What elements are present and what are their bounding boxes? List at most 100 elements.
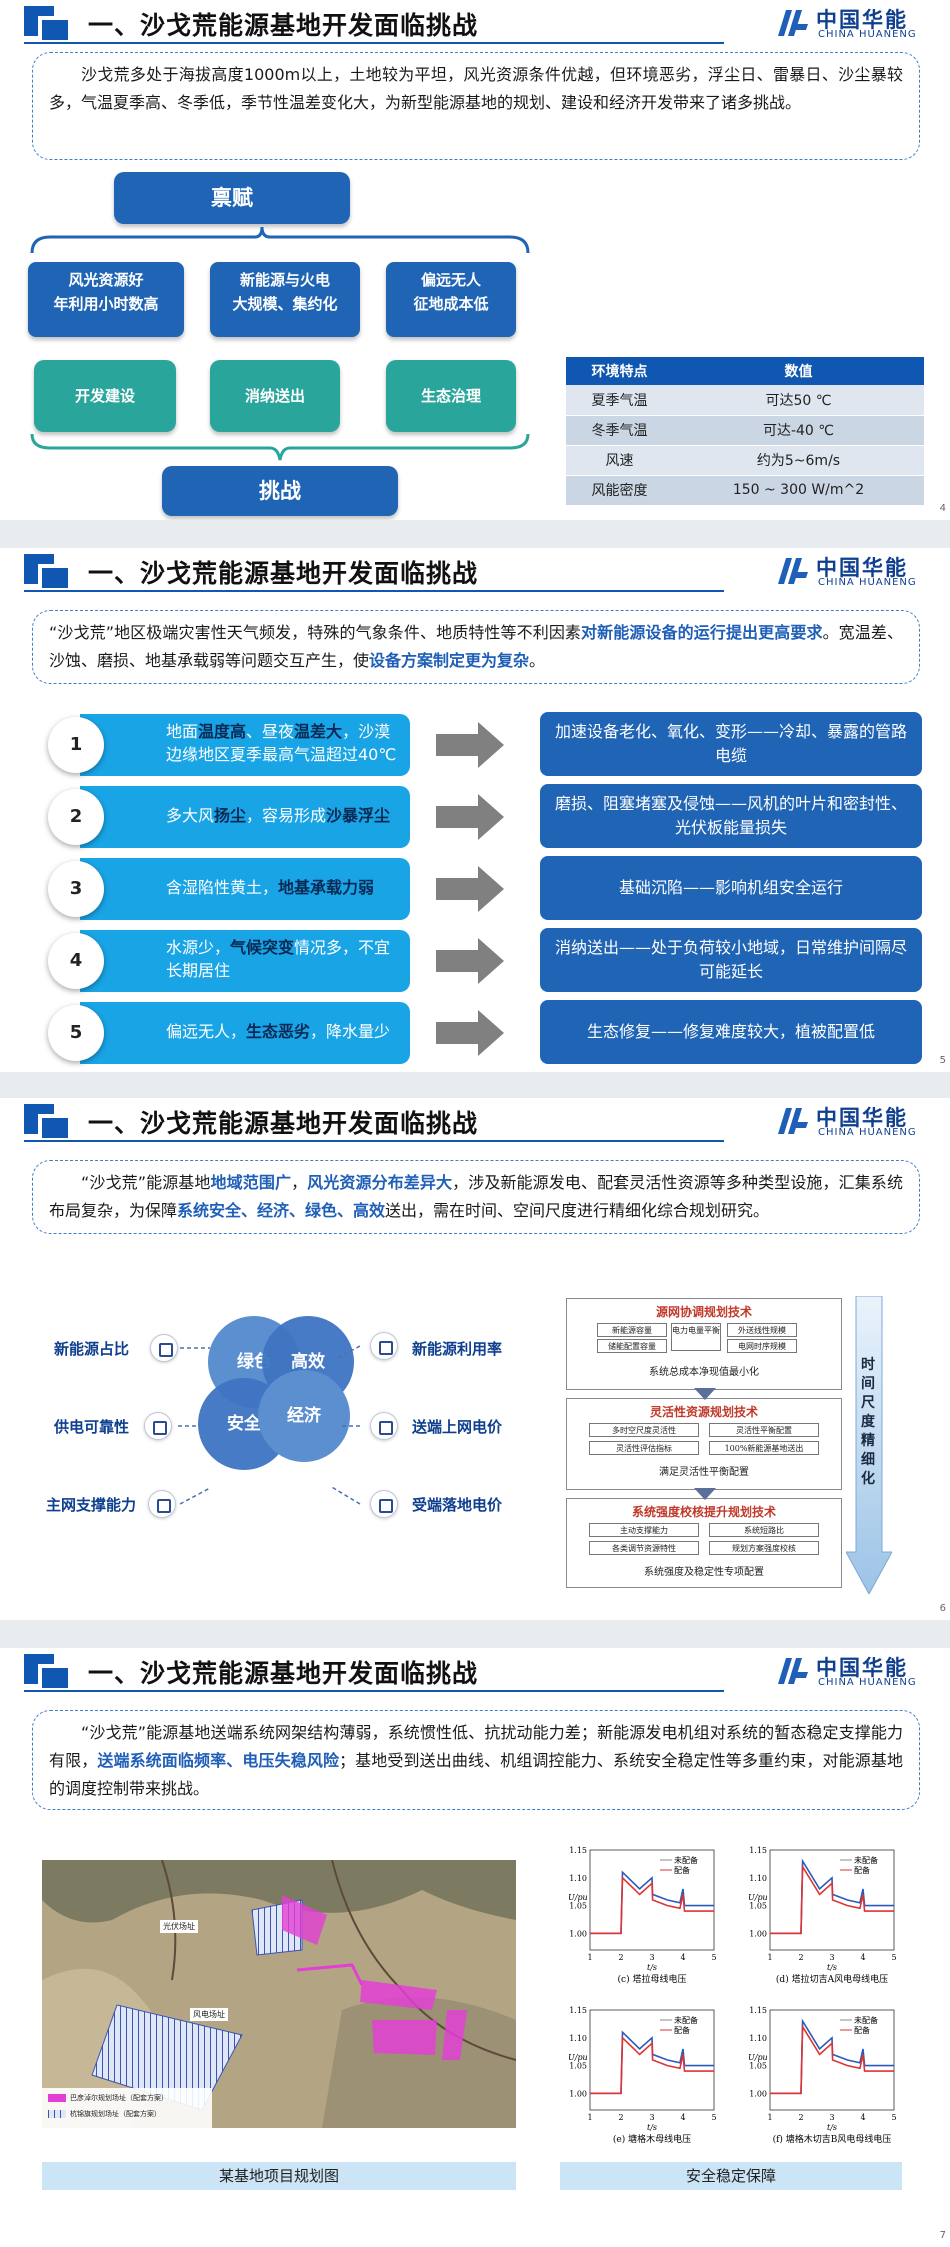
chart-title: (c) 塔拉母线电压 (618, 1973, 687, 1985)
slide-header: 一、沙戈荒能源基地开发面临挑战 中国华能 CHINA HUANENG (0, 0, 950, 44)
monitor-icon (148, 1490, 176, 1518)
issue-bar: 偏远无人，生态恶劣，降水量少 (80, 1002, 410, 1064)
chart-title: (d) 塔拉切吉A风电母线电压 (776, 1973, 888, 1985)
y-label: U/pu (568, 1893, 588, 1902)
x-tick: 1 (767, 1953, 772, 1962)
y-tick: 1.00 (749, 1929, 767, 1938)
issue-bar: 多大风扬尘，容易形成沙暴浮尘 (80, 786, 410, 848)
series-line-with (590, 1875, 714, 1935)
map-graphic (42, 1860, 516, 2128)
x-tick: 1 (767, 2113, 772, 2122)
x-tick: 4 (680, 1953, 685, 1962)
slide-title: 一、沙戈荒能源基地开发面临挑战 (88, 11, 479, 40)
printer-icon (370, 1412, 398, 1440)
gift-item: 风光资源好年利用小时数高 (28, 262, 184, 337)
map-legend-item: 巴彦淖尔规划场址（配套方案） (70, 2094, 168, 2102)
y-tick: 1.15 (749, 2006, 767, 2015)
huaneng-logo-icon (778, 1658, 808, 1684)
x-tick: 5 (891, 1953, 896, 1962)
issue-number: 4 (48, 933, 104, 989)
table-row: 冬季气温可达-40 ℃ (566, 415, 924, 446)
arrow-right-icon (436, 938, 504, 984)
y-tick: 1.10 (749, 2034, 767, 2043)
intro-text: “沙戈荒”能源基地送端系统网架结构薄弱，系统惯性低、抗扰动能力差；新能源发电机组… (32, 1710, 920, 1810)
connector-lines (178, 1345, 361, 1505)
op-box: 开发建设 (34, 360, 176, 432)
slide-title: 一、沙戈荒能源基地开发面临挑战 (88, 559, 479, 588)
x-tick: 3 (649, 2113, 654, 2122)
metric-label: 供电可靠性 (54, 1418, 130, 1436)
slide-title: 一、沙戈荒能源基地开发面临挑战 (88, 1109, 479, 1138)
environment-table: 环境特点 数值 夏季气温可达50 ℃ 冬季气温可达-40 ℃ 风速约为5~6m/… (566, 357, 924, 506)
gift-item: 偏远无人征地成本低 (386, 262, 516, 337)
series-line-with (770, 2023, 894, 2095)
x-tick: 3 (829, 1953, 834, 1962)
legend-label: 未配备 (674, 2015, 698, 2025)
challenge-brace (30, 433, 530, 461)
table-header: 环境特点 (566, 357, 673, 385)
op-box: 生态治理 (386, 360, 516, 432)
y-tick: 1.15 (569, 2006, 587, 2015)
impact-box: 生态修复——修复难度较大，植被配置低 (540, 1000, 922, 1064)
impact-box: 磨损、阻塞堵塞及侵蚀——风机的叶片和密封性、光伏板能量损失 (540, 784, 922, 848)
x-tick: 2 (798, 1953, 803, 1962)
x-tick: 4 (680, 2113, 685, 2122)
chart-title: (e) 塘格木母线电压 (613, 2133, 691, 2145)
chart-title: (f) 塘格木切吉B风电母线电压 (773, 2133, 892, 2145)
y-tick: 1.05 (569, 2062, 587, 2071)
map-label: 光伏场址 (160, 1920, 198, 1933)
issue-number: 1 (48, 717, 104, 773)
metric-label: 新能源占比 (54, 1340, 130, 1358)
huaneng-logo-icon (778, 558, 808, 584)
impact-box: 消纳送出——处于负荷较小地域，日常维护间隔尽可能延长 (540, 928, 922, 992)
legend-label: 未配备 (674, 1855, 698, 1865)
y-tick: 1.05 (749, 1902, 767, 1911)
issue-bar: 水源少，气候突变情况多，不宜长期居住 (80, 930, 410, 992)
x-tick: 5 (891, 2113, 896, 2122)
x-tick: 2 (618, 1953, 623, 1962)
metric-label: 受端落地电价 (412, 1496, 503, 1514)
legend-label: 配备 (674, 1865, 690, 1875)
y-tick: 1.15 (569, 1846, 587, 1855)
legend-label: 配备 (674, 2025, 690, 2035)
x-tick: 3 (649, 1953, 654, 1962)
x-tick: 1 (587, 2113, 592, 2122)
tower-icon (144, 1412, 172, 1440)
y-label: U/pu (748, 2053, 768, 2062)
intro-text: “沙戈荒”能源基地地域范围广，风光资源分布差异大，涉及新能源发电、配套灵活性资源… (32, 1160, 920, 1234)
metric-label: 新能源利用率 (412, 1340, 503, 1358)
huaneng-logo-icon (778, 1108, 808, 1134)
x-tick: 5 (711, 1953, 716, 1962)
y-tick: 1.00 (569, 2089, 587, 2098)
tech-box-flexibility: 灵活性资源规划技术 多时空尺度灵活性 灵活性平衡配置 灵活性评估指标 100%新… (566, 1398, 842, 1490)
y-tick: 1.05 (749, 2062, 767, 2071)
y-tick: 1.00 (569, 1929, 587, 1938)
impact-box: 加速设备老化、氧化、变形——冷却、暴露的管路电缆 (540, 712, 922, 776)
issue-number: 3 (48, 861, 104, 917)
time-scale-label: 时间尺度精细化 (861, 1357, 875, 1487)
table-header: 数值 (673, 357, 924, 385)
legend-label: 未配备 (854, 2015, 878, 2025)
y-label: U/pu (748, 1893, 768, 1902)
x-label: t/s (827, 1963, 837, 1972)
intro-text: 沙戈荒多处于海拔高度1000m以上，土地较为平坦，风光资源条件优越，但环境恶劣，… (32, 52, 920, 160)
tech-box-source-grid: 源网协调规划技术 新能源容量 电力电量平衡 外送线性规模 储能配置容量 电网时序… (566, 1298, 842, 1390)
screen-icon (370, 1332, 398, 1360)
y-tick: 1.10 (749, 1874, 767, 1883)
x-label: t/s (647, 1963, 657, 1972)
chart-icon (150, 1334, 178, 1362)
gift-item: 新能源与火电大规模、集约化 (210, 262, 360, 337)
series-line-with (590, 2035, 714, 2095)
x-tick: 4 (860, 1953, 865, 1962)
arrow-right-icon (436, 794, 504, 840)
y-tick: 1.10 (569, 2034, 587, 2043)
x-tick: 1 (587, 1953, 592, 1962)
